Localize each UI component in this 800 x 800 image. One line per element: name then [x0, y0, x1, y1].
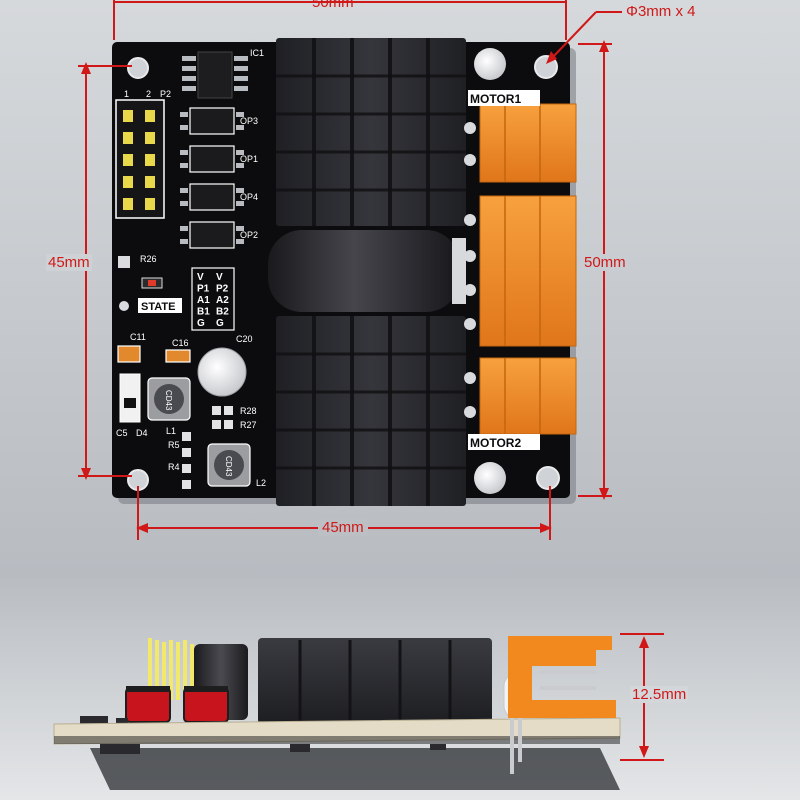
- led-bottom: [474, 462, 506, 494]
- port-legend-label: A2: [216, 295, 229, 306]
- port-legend-label: G: [197, 318, 205, 329]
- vp-port-box: [191, 267, 235, 331]
- label-cd43-1: CD43: [164, 390, 173, 411]
- label-l2: L2: [256, 478, 266, 488]
- dim-left-height: 45mm: [46, 254, 92, 271]
- test-pad: [118, 256, 130, 268]
- label-r4: R4: [168, 462, 180, 472]
- port-legend-label: B2: [216, 307, 229, 318]
- dim-hole-spec: Φ3mm x 4: [626, 3, 696, 20]
- motor1-terminal-block: [464, 103, 577, 183]
- heatsink-top: [276, 38, 466, 226]
- port-legend-label: V: [216, 272, 223, 283]
- port-legend-label: A1: [197, 295, 210, 306]
- side-terminal-block: [508, 636, 616, 718]
- label-c20: C20: [236, 334, 253, 344]
- side-view-panel: 12.5mm: [0, 578, 800, 800]
- port-legend-label: G: [216, 318, 224, 329]
- via-pad: [119, 301, 129, 311]
- port-legend-label: B1: [197, 307, 210, 318]
- side-heatsink: [258, 638, 492, 724]
- dim-side-height: 12.5mm: [630, 686, 689, 703]
- c20-capacitor: [197, 347, 247, 397]
- dimension-arrowheads: [81, 40, 609, 533]
- ic1-chip: [182, 51, 248, 99]
- state-led: [148, 280, 156, 286]
- p2-header: [115, 99, 165, 219]
- label-state: STATE: [141, 301, 175, 313]
- label-r26: R26: [140, 254, 157, 264]
- label-op4: OP4: [240, 192, 258, 202]
- heatsink-bottom: [276, 316, 466, 506]
- dim-bottom-width: 45mm: [318, 519, 368, 536]
- label-op3: OP3: [240, 116, 258, 126]
- mounting-holes: [127, 55, 560, 491]
- led-top: [474, 48, 506, 80]
- port-legend-label: P2: [216, 284, 229, 295]
- port-legend-label: P1: [197, 284, 210, 295]
- label-p2: P2: [160, 89, 171, 99]
- power-terminal-block: [464, 195, 577, 347]
- mounting-hole: [536, 466, 560, 490]
- mounting-hole: [127, 57, 149, 79]
- label-d4: D4: [136, 428, 148, 438]
- dim-right-height: 50mm: [582, 254, 628, 271]
- label-l1: L1: [166, 426, 176, 436]
- label-cd43-2: CD43: [224, 456, 233, 477]
- dimension-lines: [78, 0, 622, 540]
- label-pin1: 1: [124, 89, 129, 99]
- top-view-drawing: IC1 1 2 P2 OP3 OP1 OP4 OP2 R26 STATE C11…: [78, 0, 622, 540]
- large-capacitor: [268, 230, 466, 312]
- side-view-drawing: [53, 633, 664, 790]
- label-c11: C11: [130, 332, 146, 342]
- label-pin2: 2: [146, 89, 151, 99]
- optocouplers: [189, 107, 235, 249]
- label-c5: C5: [116, 428, 128, 438]
- label-r28: R28: [240, 406, 257, 416]
- header-pins: [148, 638, 194, 700]
- label-motor2: MOTOR2: [470, 436, 521, 450]
- c11-capacitor: [117, 345, 141, 363]
- top-view-panel: IC1 1 2 P2 OP3 OP1 OP4 OP2 R26 STATE C11…: [0, 0, 800, 578]
- label-op1: OP1: [240, 154, 258, 164]
- label-c16: C16: [172, 338, 189, 348]
- label-r5: R5: [168, 440, 180, 450]
- label-motor1: MOTOR1: [470, 92, 521, 106]
- label-ic1: IC1: [250, 48, 264, 58]
- motor2-terminal-block: [464, 357, 577, 435]
- port-legend-label: V: [197, 272, 204, 283]
- c16-capacitor: [165, 349, 191, 363]
- dim-top-width: 50mm: [312, 0, 354, 11]
- label-op2: OP2: [240, 230, 258, 240]
- board-shadow: [90, 748, 620, 790]
- side-inductors: [125, 686, 229, 723]
- label-r27: R27: [240, 420, 257, 430]
